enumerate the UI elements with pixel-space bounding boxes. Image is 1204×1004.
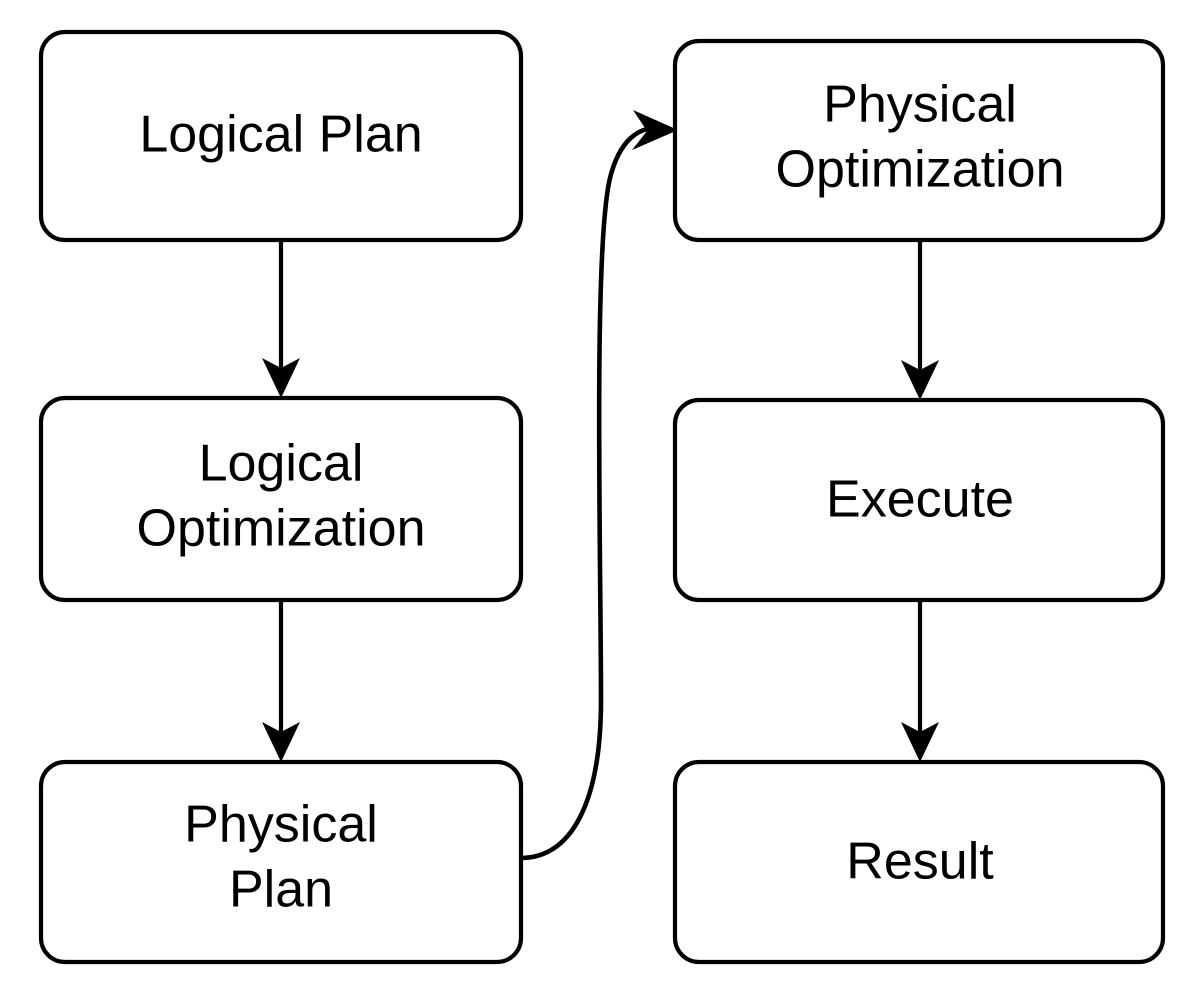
edge-logical-optimization-to-physical-plan: [262, 600, 300, 762]
node-logical-optimization-shape[interactable]: [38, 395, 524, 603]
node-result-label: Result: [846, 833, 994, 891]
arrowhead-4: [901, 360, 939, 400]
node-physical-plan[interactable]: Physical Plan: [38, 759, 524, 965]
node-logical-optimization-label-line2: Optimization: [137, 500, 426, 558]
node-physical-optimization[interactable]: Physical Optimization: [672, 38, 1166, 243]
node-execute[interactable]: Execute: [672, 397, 1166, 603]
node-logical-plan-label: Logical Plan: [139, 106, 422, 164]
edge-physical-optimization-to-execute: [901, 240, 939, 400]
edge-execute-to-result: [901, 600, 939, 762]
node-physical-plan-shape[interactable]: [38, 759, 524, 965]
node-logical-optimization-label-line1: Logical: [199, 435, 364, 493]
node-logical-optimization[interactable]: Logical Optimization: [38, 395, 524, 603]
arrowhead-1: [262, 358, 300, 398]
node-physical-optimization-shape[interactable]: [672, 38, 1166, 243]
node-result-shape[interactable]: [672, 759, 1166, 965]
node-logical-plan-shape[interactable]: [38, 29, 524, 243]
node-result[interactable]: Result: [672, 759, 1166, 965]
node-logical-plan[interactable]: Logical Plan: [38, 29, 524, 243]
node-physical-plan-label-line2: Plan: [229, 861, 333, 919]
arrowhead-5: [901, 722, 939, 762]
node-physical-optimization-label-line1: Physical: [823, 76, 1017, 134]
node-execute-shape[interactable]: [672, 397, 1166, 603]
node-physical-optimization-label-line2: Optimization: [776, 141, 1065, 199]
arrowhead-2: [262, 722, 300, 762]
arrowhead-3: [632, 110, 678, 150]
node-execute-label: Execute: [826, 471, 1014, 529]
edge-logical-plan-to-logical-optimization: [262, 240, 300, 398]
edge-curve-3: [518, 125, 659, 861]
node-physical-plan-label-line1: Physical: [184, 796, 378, 854]
edge-physical-plan-to-physical-optimization: [518, 110, 678, 861]
